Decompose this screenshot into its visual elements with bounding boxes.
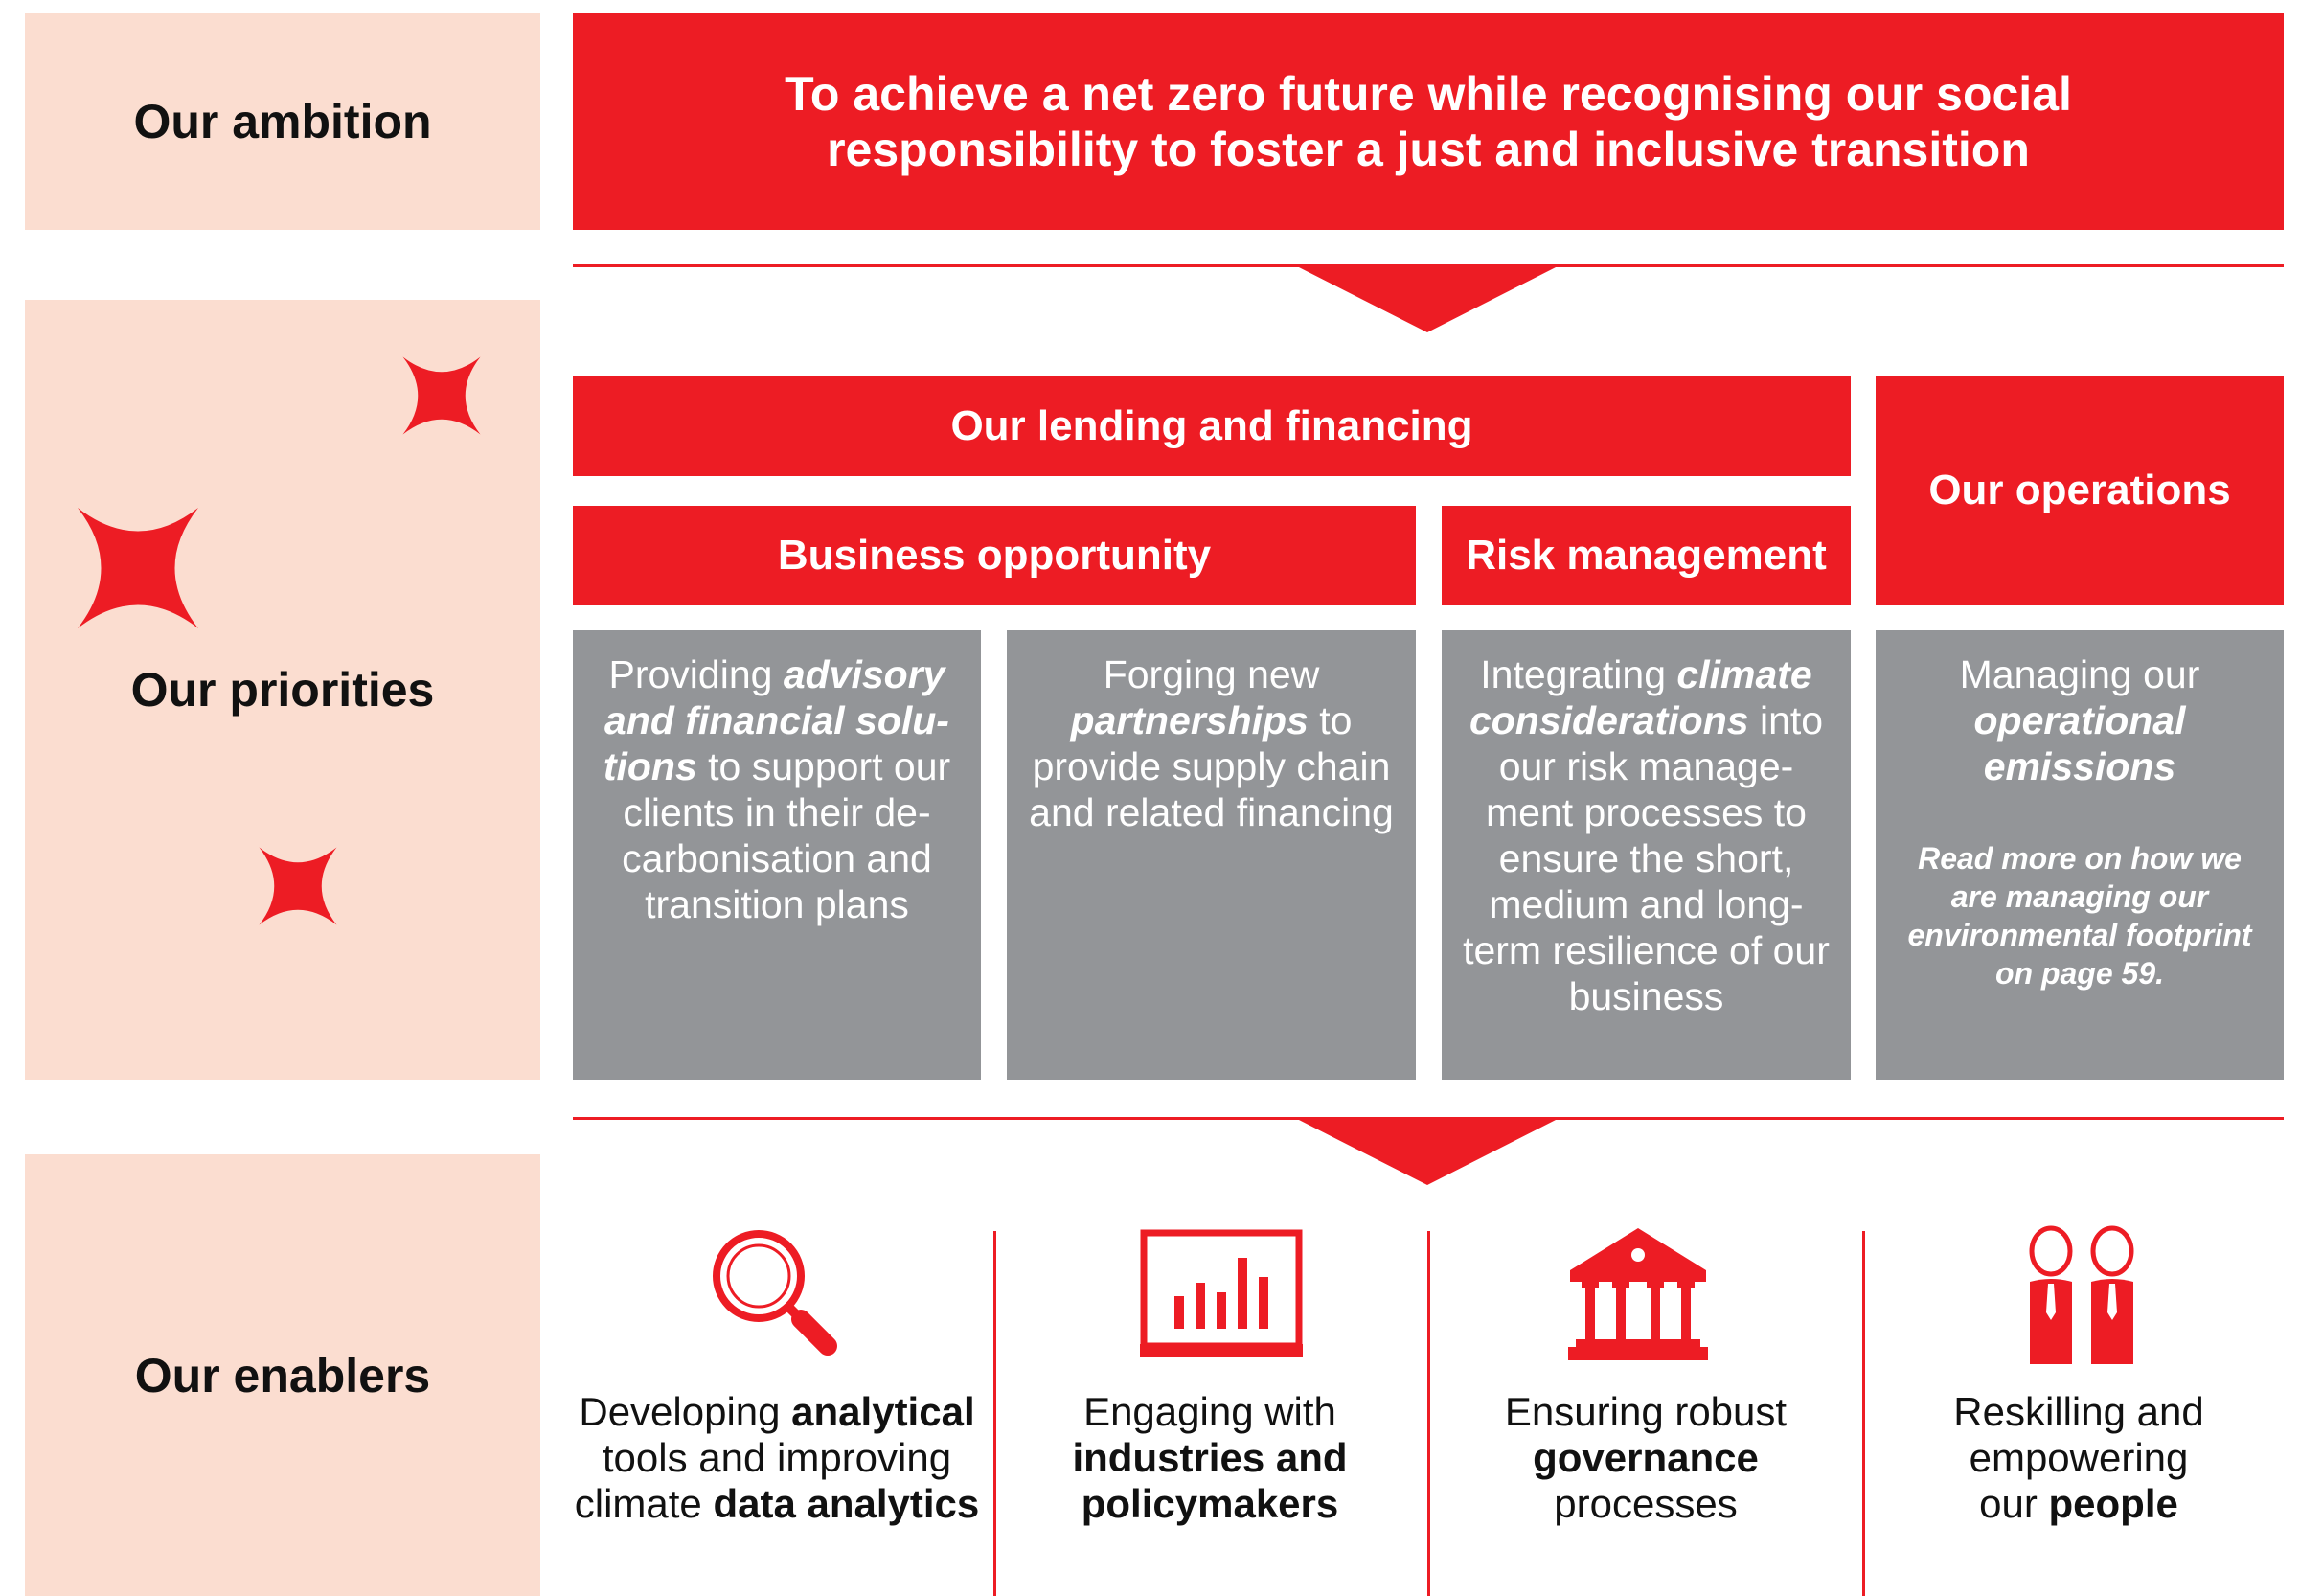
bar-chart-icon [1140, 1229, 1303, 1357]
enabler-governance-text: Ensuring robust governance processes [1504, 1389, 1788, 1526]
priorities-label: Our priorities [130, 663, 435, 717]
priority-card-risk: Integrating climate considerations into … [1442, 630, 1851, 1080]
enabler-engagement-text: Engaging with industries and policymaker… [1072, 1389, 1348, 1526]
ambition-statement-banner: To achieve a net zero future while recog… [573, 13, 2284, 230]
people-icon [2029, 1225, 2134, 1364]
enabler-analytics-text: Developing analytical tools and improvin… [574, 1389, 980, 1526]
priority-card-partnerships: Forging new partnerships to provide supp… [1007, 630, 1416, 1080]
ambition-label: Our ambition [133, 95, 432, 148]
ambition-statement-line1: To achieve a net zero future while recog… [785, 67, 2072, 121]
enabler-divider [993, 1231, 996, 1596]
sparkle-icon [78, 508, 198, 628]
down-arrow-icon [1295, 265, 1560, 332]
sparkle-icon [259, 847, 337, 925]
business-opportunity-header: Business opportunity [573, 506, 1416, 605]
read-more-note: Read more on how we are managing our env… [1907, 841, 2252, 991]
sparkle-icon [402, 356, 481, 435]
priority-card-advisory: Providing advisory and financial solu-ti… [573, 630, 981, 1080]
enablers-label-panel: Our enablers [25, 1154, 540, 1596]
down-arrow-icon [1295, 1118, 1560, 1185]
magnifier-icon [713, 1230, 837, 1356]
lending-financing-header: Our lending and financing [573, 376, 1851, 476]
priorities-label-panel: Our priorities [25, 300, 540, 1080]
enabler-people-text: Reskilling and empowering our people [1953, 1389, 2204, 1526]
ambition-statement-line2: responsibility to foster a just and incl… [827, 123, 2030, 176]
enabler-divider [1427, 1231, 1430, 1596]
operations-header: Our operations [1876, 376, 2284, 605]
enabler-divider [1862, 1231, 1865, 1596]
ambition-label-panel: Our ambition [25, 13, 540, 230]
priority-card-operations: Managing our operational emissions Read … [1876, 630, 2284, 1080]
bank-building-icon [1568, 1228, 1708, 1360]
risk-management-header: Risk management [1442, 506, 1851, 605]
enablers-label: Our enablers [134, 1348, 431, 1402]
